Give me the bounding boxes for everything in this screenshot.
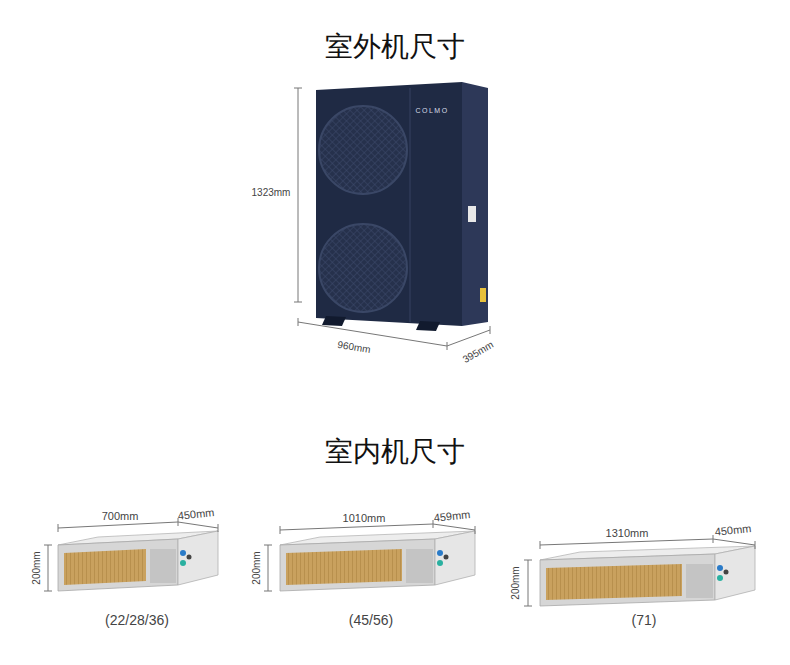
dimension-label: 700mm <box>102 510 139 522</box>
dimension-label: 1010mm <box>343 512 386 524</box>
indoor-unit <box>540 546 755 606</box>
dimension-label: 450mm <box>714 522 752 538</box>
dimension-label: 200mm <box>510 566 521 599</box>
dimension-label: 450mm <box>177 506 215 522</box>
dimension-label: 459mm <box>433 508 471 524</box>
dimension-label: 960mm <box>337 339 372 355</box>
dimension-label: 395mm <box>461 339 495 365</box>
brand-logo: COLMO <box>415 107 448 115</box>
outdoor-unit <box>316 82 488 331</box>
section-title: 室外机尺寸 <box>0 30 790 64</box>
model-caption: (45/56) <box>349 613 393 628</box>
dimension-label: 1310mm <box>606 527 649 539</box>
dimension-lines <box>294 88 490 350</box>
model-caption: (71) <box>632 613 657 628</box>
section-title: 室内机尺寸 <box>325 437 465 468</box>
dimension-lines <box>44 518 755 606</box>
dimension-label: 200mm <box>31 551 42 584</box>
indoor-unit <box>280 531 475 591</box>
dimension-label: 200mm <box>251 551 262 584</box>
dimension-label: 1323mm <box>252 187 291 198</box>
model-caption: (22/28/36) <box>105 613 169 628</box>
indoor-unit <box>58 531 218 591</box>
